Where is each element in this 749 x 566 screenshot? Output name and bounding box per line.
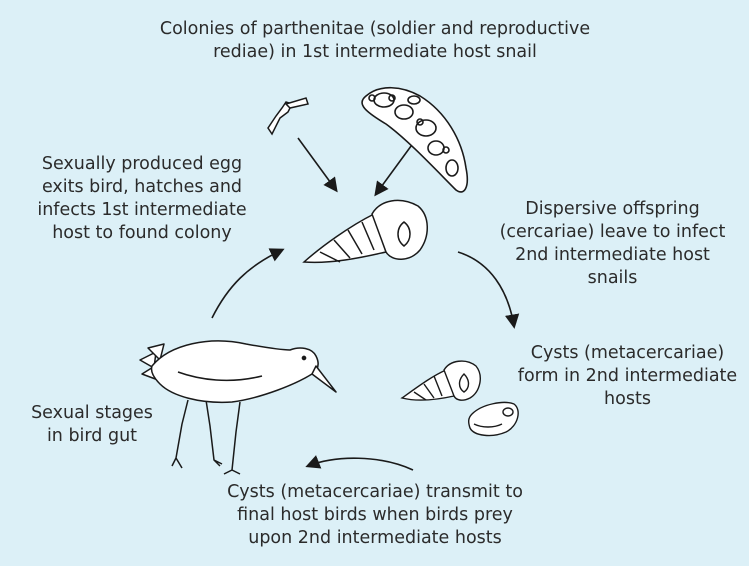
arrow-colony-to-snail xyxy=(376,142,414,194)
bird-icon xyxy=(140,341,336,474)
second-host-snail-icon xyxy=(402,361,480,400)
first-host-snail-icon xyxy=(304,200,427,262)
label-sexual-stages: Sexual stages in bird gut xyxy=(22,402,162,448)
arrow-bird-to-snail xyxy=(212,250,282,318)
arrow-redia-to-snail xyxy=(298,138,336,190)
label-cysts-form: Cysts (metacercariae) form in 2nd interm… xyxy=(510,342,745,411)
larva-icon xyxy=(268,98,308,134)
label-cercariae-dispersal: Dispersive offspring (cercariae) leave t… xyxy=(480,198,745,290)
arrow-cysts-to-bird xyxy=(308,458,413,470)
label-cysts-transmit: Cysts (metacercariae) transmit to final … xyxy=(180,481,570,550)
label-egg-hatch-infect: Sexually produced egg exits bird, hatche… xyxy=(22,153,262,245)
redia-colony-icon xyxy=(362,88,467,192)
label-parthenitae-colonies: Colonies of parthenitae (soldier and rep… xyxy=(95,18,655,64)
